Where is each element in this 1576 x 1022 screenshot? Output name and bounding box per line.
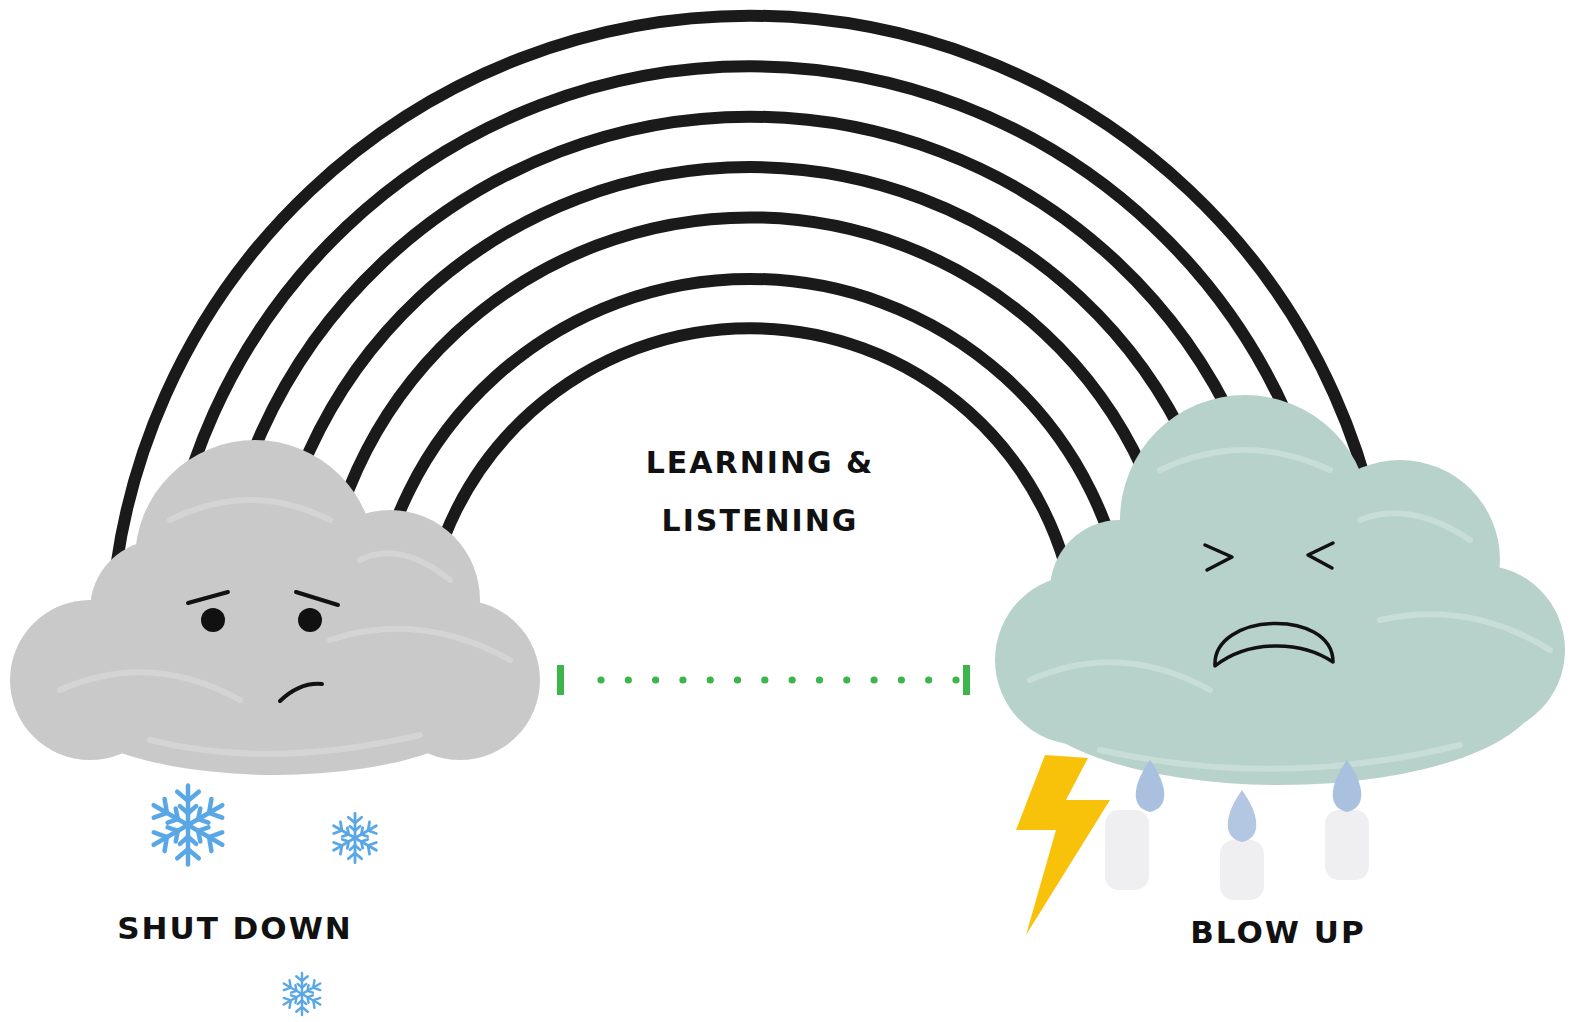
cloud-label: BLOW UP	[1190, 914, 1366, 950]
cloud-shape	[10, 440, 540, 775]
raindrops	[1105, 760, 1369, 900]
cloud-node: BLOW UP	[970, 390, 1570, 960]
snowflake	[148, 785, 227, 864]
dotted-connector	[557, 665, 970, 695]
cloud-shape	[995, 395, 1565, 785]
snowflake	[330, 813, 379, 862]
snowflake	[281, 973, 323, 1015]
cloud-label: SHUT DOWN	[117, 910, 353, 946]
lightning-bolt	[1016, 755, 1110, 935]
cloud-outline	[970, 390, 1570, 960]
center-label: LEARNING & LISTENING	[610, 434, 910, 550]
cloud-node: SHUT DOWN	[5, 430, 557, 1020]
